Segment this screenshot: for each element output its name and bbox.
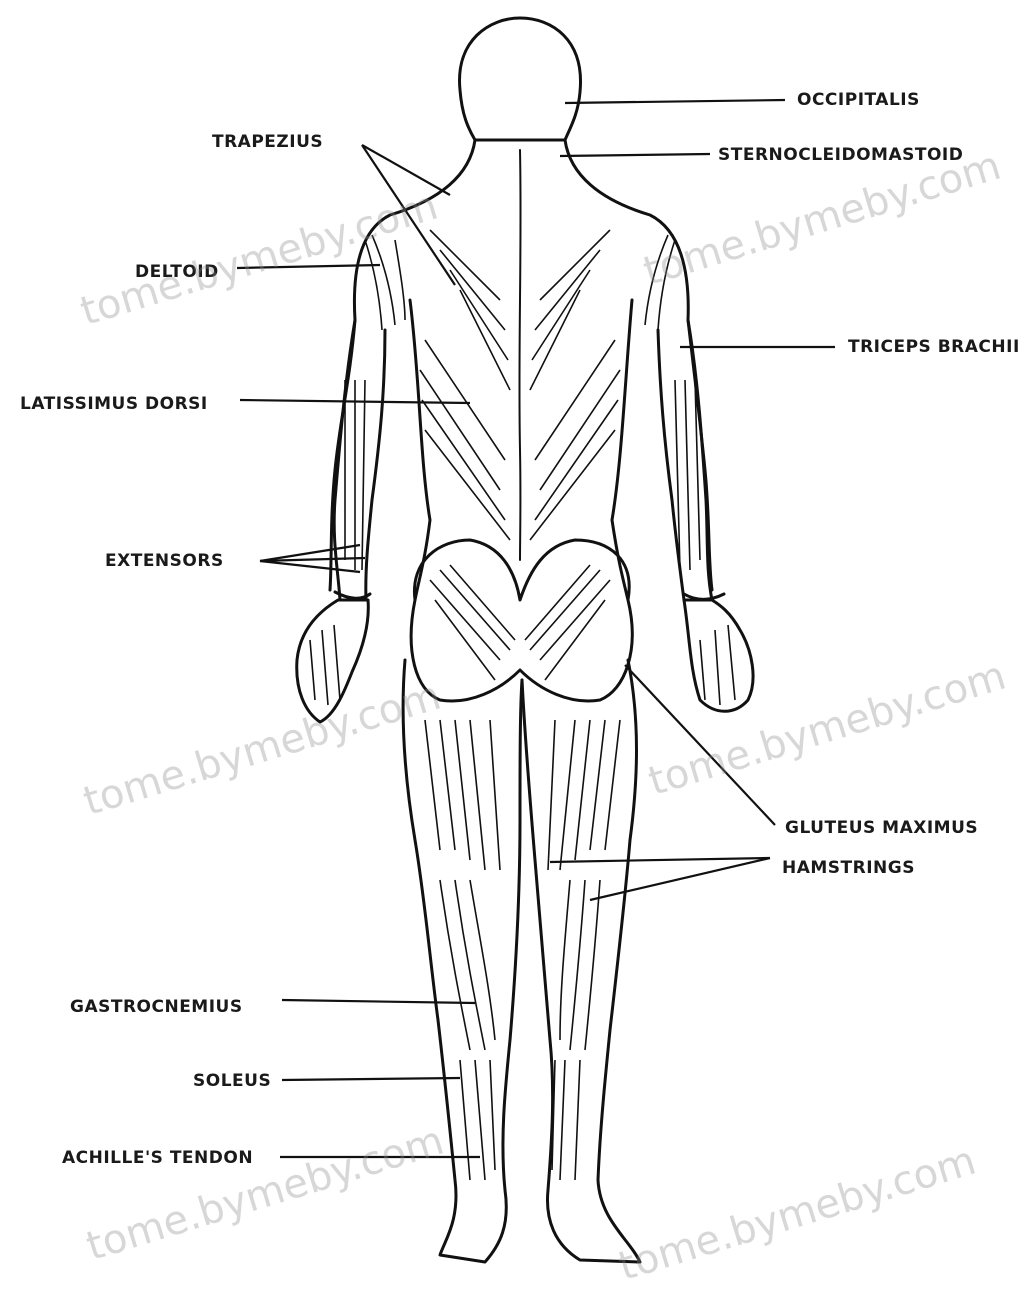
label-gastrocnemius: GASTROCNEMIUS [70,997,243,1017]
left-hand-outline [297,600,369,722]
label-hamstrings: HAMSTRINGS [782,858,915,878]
label-soleus: SOLEUS [193,1071,271,1091]
leader-trapezius-a [362,145,450,195]
right-arm-outline [658,320,712,600]
leader-extensors-c [260,561,360,572]
leader-gastrocnemius [282,1000,475,1003]
leader-sternocleidomastoid [560,154,710,156]
leader-occipitalis [565,100,785,103]
leader-latissimus [240,400,470,403]
label-extensors: EXTENSORS [105,551,224,571]
label-sternocleidomastoid: STERNOCLEIDOMASTOID [718,145,963,165]
leader-soleus [282,1078,460,1080]
label-gluteus-maximus: GLUTEUS MAXIMUS [785,818,978,838]
label-trapezius: TRAPEZIUS [212,132,323,152]
left-leg-outline [403,660,522,1262]
label-triceps-brachii: TRICEPS BRACHII [848,337,1020,357]
leader-hamstrings-a [550,858,770,862]
spine-line [519,150,520,560]
leader-hamstrings-b [590,858,770,900]
label-latissimus-dorsi: LATISSIMUS DORSI [20,394,208,414]
label-achilles-tendon: ACHILLE'S TENDON [62,1148,253,1168]
gluteus-outline [411,540,632,701]
right-leg-outline [522,660,640,1262]
label-occipitalis: OCCIPITALIS [797,90,920,110]
label-deltoid: DELTOID [135,262,219,282]
head-outline [460,18,581,140]
